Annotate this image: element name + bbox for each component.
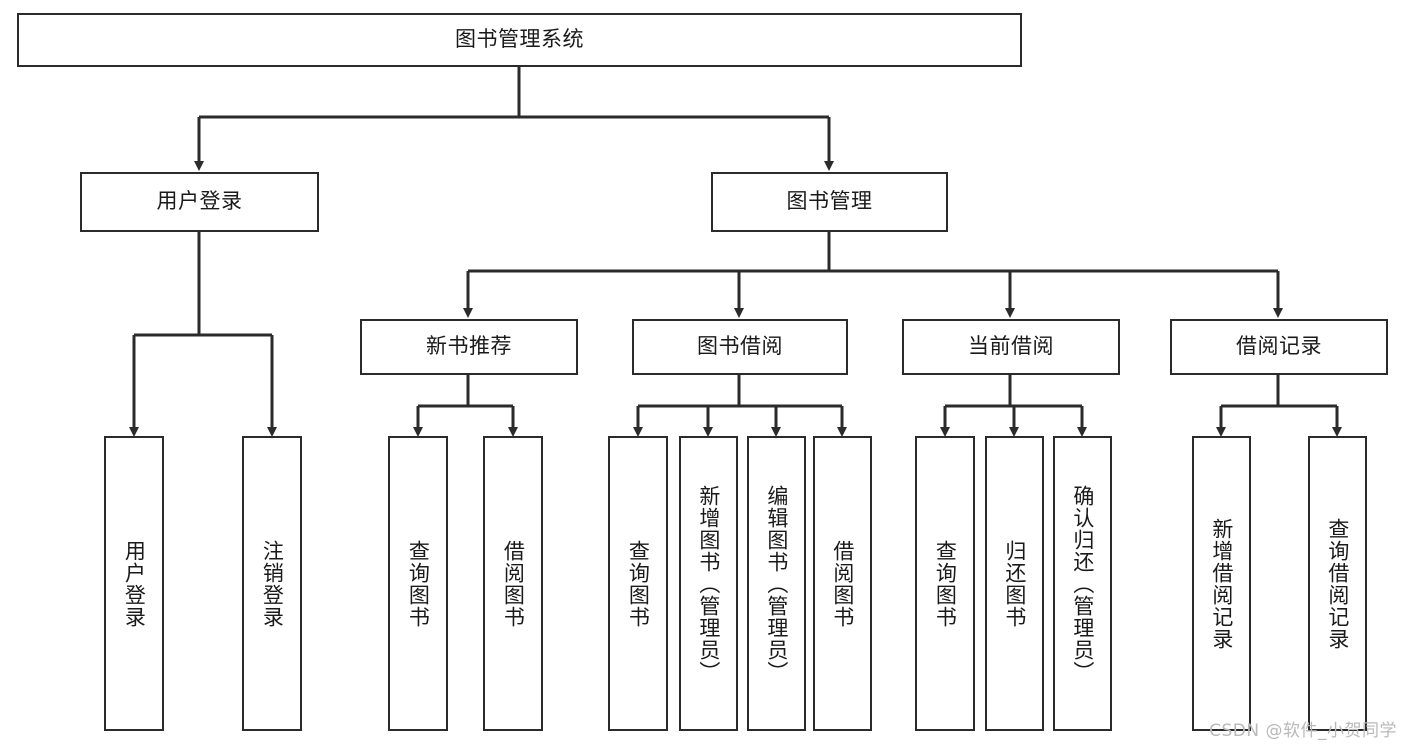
node-current-borrow-label: 当前借阅: [968, 334, 1054, 359]
node-root[interactable]: 图书管理系统: [17, 13, 1022, 67]
node-leaf-query-record-label: 查询借阅记录: [1325, 517, 1350, 650]
node-leaf-query-book-new-label: 查询图书: [406, 539, 431, 628]
node-leaf-return-book[interactable]: 归还图书: [985, 436, 1044, 731]
node-borrow-record[interactable]: 借阅记录: [1170, 319, 1388, 375]
node-root-label: 图书管理系统: [455, 27, 584, 52]
node-book-borrow-label: 图书借阅: [697, 334, 783, 359]
node-new-book-recommend-label: 新书推荐: [426, 334, 512, 359]
node-book-borrow[interactable]: 图书借阅: [632, 319, 848, 375]
node-leaf-user-login[interactable]: 用户登录: [104, 436, 164, 731]
node-leaf-borrow-book[interactable]: 借阅图书: [813, 436, 872, 731]
node-user-login-label: 用户登录: [156, 189, 243, 214]
node-leaf-edit-book[interactable]: 编辑图书（管理员）: [747, 436, 806, 731]
node-user-login[interactable]: 用户登录: [80, 172, 319, 232]
node-leaf-add-book[interactable]: 新增图书（管理员）: [679, 436, 738, 731]
node-leaf-add-record-label: 新增借阅记录: [1209, 517, 1234, 650]
node-book-management-label: 图书管理: [786, 189, 873, 214]
node-borrow-record-label: 借阅记录: [1236, 334, 1322, 359]
node-leaf-query-book-borrow-label: 查询图书: [626, 539, 651, 628]
node-leaf-query-book-current[interactable]: 查询图书: [915, 436, 975, 731]
node-new-book-recommend[interactable]: 新书推荐: [360, 319, 578, 375]
node-leaf-user-login-label: 用户登录: [122, 539, 147, 628]
node-leaf-borrow-book-new[interactable]: 借阅图书: [483, 436, 543, 731]
node-leaf-confirm-return-label: 确认归还（管理员）: [1070, 484, 1095, 683]
node-current-borrow[interactable]: 当前借阅: [902, 319, 1120, 375]
node-leaf-add-record[interactable]: 新增借阅记录: [1192, 436, 1251, 731]
node-leaf-query-book-new[interactable]: 查询图书: [388, 436, 448, 731]
node-leaf-borrow-book-label: 借阅图书: [830, 539, 855, 628]
node-leaf-edit-book-label: 编辑图书（管理员）: [764, 484, 789, 683]
node-leaf-confirm-return[interactable]: 确认归还（管理员）: [1053, 436, 1112, 731]
node-leaf-return-book-label: 归还图书: [1002, 539, 1027, 628]
node-leaf-user-logout-label: 注销登录: [260, 539, 285, 628]
node-leaf-query-book-current-label: 查询图书: [933, 539, 958, 628]
node-book-management[interactable]: 图书管理: [711, 172, 948, 232]
node-leaf-borrow-book-new-label: 借阅图书: [501, 539, 526, 628]
node-leaf-user-logout[interactable]: 注销登录: [242, 436, 302, 731]
node-leaf-query-record[interactable]: 查询借阅记录: [1308, 436, 1367, 731]
node-leaf-add-book-label: 新增图书（管理员）: [696, 484, 721, 683]
watermark-text: CSDN @软件_小贺同学: [1209, 721, 1397, 741]
node-leaf-query-book-borrow[interactable]: 查询图书: [608, 436, 668, 731]
